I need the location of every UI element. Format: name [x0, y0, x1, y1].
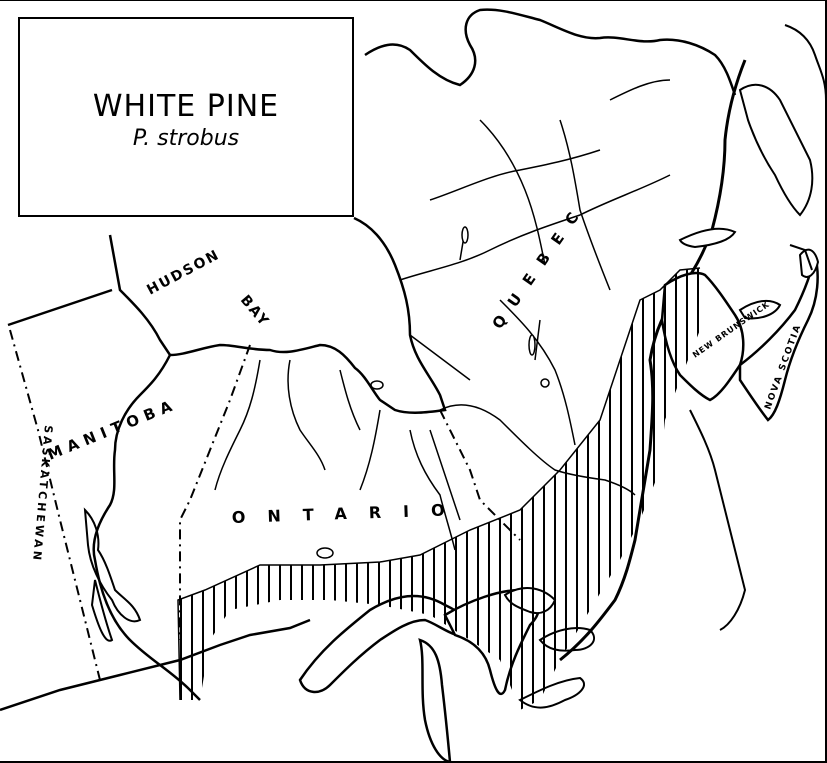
- ontario-quebec-boundary: [439, 409, 521, 541]
- east-coast-islands: [784, 24, 827, 101]
- newfoundland-edge: [789, 244, 813, 271]
- label-manitoba: MANITOBA: [45, 395, 180, 464]
- label-hudson: HUDSON: [144, 247, 223, 299]
- legend-title: WHITE PINE: [92, 89, 280, 124]
- manitoba-shoreline: [92, 354, 201, 701]
- label-saskatchewan: SASKATCHEWAN: [30, 425, 55, 564]
- lake-winnipeg: [83, 507, 142, 623]
- ontario-rivers: [214, 359, 461, 551]
- label-bay: BAY: [237, 292, 273, 330]
- us-canada-border: [0, 618, 311, 712]
- lake-michigan: [418, 638, 452, 763]
- north-coastline: [364, 8, 737, 96]
- lake-manitoba: [90, 579, 114, 642]
- range-boundary: [177, 267, 701, 701]
- nova-scotia: [738, 254, 819, 422]
- label-ontario: ONTARIO: [231, 500, 466, 527]
- west-boundary: [7, 288, 113, 327]
- hudson-bay-coastline: [108, 216, 447, 414]
- prince-edward-island: [738, 299, 782, 320]
- legend-box: WHITE PINE P. strobus: [18, 17, 354, 217]
- white-pine-range: [177, 267, 701, 710]
- sask-manitoba-boundary: [9, 329, 101, 681]
- atlantic-coast: [689, 409, 747, 631]
- interior-lakes: [316, 226, 550, 559]
- ungava-coast: [738, 83, 814, 217]
- quebec-rivers: [399, 79, 671, 446]
- anticosti-island: [678, 227, 737, 249]
- legend-species: P. strobus: [132, 126, 240, 151]
- label-quebec: QUEBEC: [489, 198, 591, 333]
